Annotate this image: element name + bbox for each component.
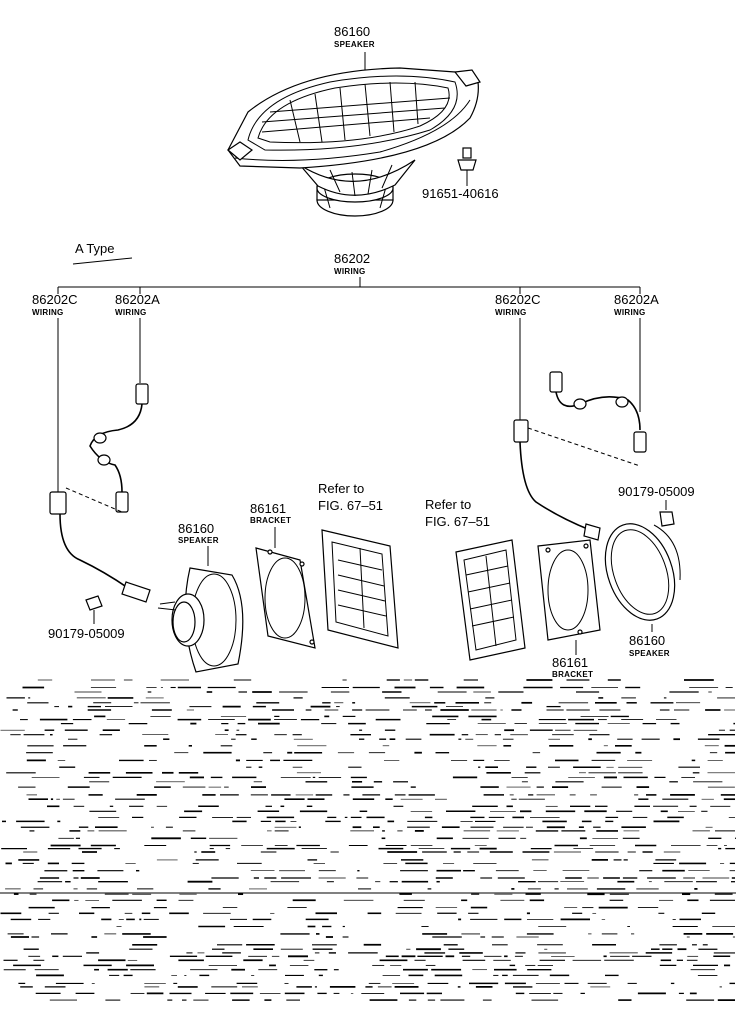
left-grille-illustration	[321, 529, 399, 649]
left-bracket-number: 86161	[250, 501, 286, 516]
right-bracket-number: 86161	[552, 655, 588, 670]
right-reference-line1: Refer to	[425, 497, 471, 512]
left-speaker-illustration	[157, 567, 244, 673]
right-wiring-a-number: 86202A	[614, 292, 659, 307]
right-wiring-harness	[513, 318, 647, 541]
scan-noise-area	[0, 679, 736, 1001]
left-wiring-harness	[49, 318, 151, 603]
right-reference-line2: FIG. 67–51	[425, 514, 490, 529]
right-wiring-a-name: WIRING	[614, 308, 646, 317]
right-speaker-name: SPEAKER	[629, 649, 670, 658]
top-speaker-illustration	[226, 67, 481, 217]
left-clip-illustration	[85, 595, 103, 624]
wiring-main-number: 86202	[334, 251, 370, 266]
left-wiring-a-name: WIRING	[115, 308, 147, 317]
top-screw-illustration	[457, 147, 477, 186]
left-wiring-c-name: WIRING	[32, 308, 64, 317]
left-bracket-name: BRACKET	[250, 516, 291, 525]
right-speaker-illustration	[604, 523, 681, 621]
right-grille-illustration	[455, 539, 526, 661]
left-speaker-number: 86160	[178, 521, 214, 536]
left-reference-line2: FIG. 67–51	[318, 498, 383, 513]
top-screw-number: 91651-40616	[422, 186, 499, 201]
variant-label: A Type	[75, 241, 115, 256]
right-clip-illustration	[659, 500, 675, 527]
left-bracket-illustration	[255, 547, 316, 649]
right-bracket-illustration	[537, 539, 601, 641]
right-wiring-c-number: 86202C	[495, 292, 541, 307]
right-clip-number: 90179-05009	[618, 484, 695, 499]
right-wiring-c-name: WIRING	[495, 308, 527, 317]
top-speaker-number: 86160	[334, 24, 370, 39]
left-wiring-a-number: 86202A	[115, 292, 160, 307]
left-clip-number: 90179-05009	[48, 626, 125, 641]
left-speaker-name: SPEAKER	[178, 536, 219, 545]
right-bracket-name: BRACKET	[552, 670, 593, 679]
variant-underline	[72, 257, 133, 265]
left-reference-line1: Refer to	[318, 481, 364, 496]
left-wiring-c-number: 86202C	[32, 292, 78, 307]
right-speaker-number: 86160	[629, 633, 665, 648]
wiring-main-name: WIRING	[334, 267, 366, 276]
top-speaker-name: SPEAKER	[334, 40, 375, 49]
